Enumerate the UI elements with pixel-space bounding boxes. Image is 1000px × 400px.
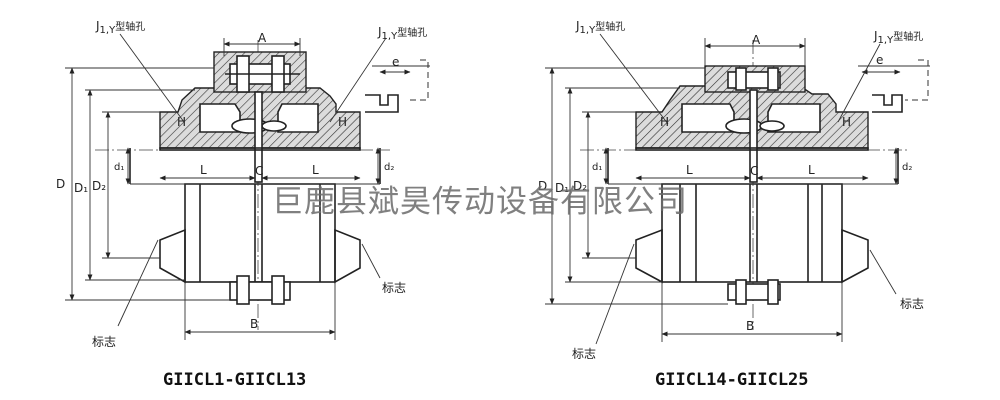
- dim-C: C: [255, 164, 263, 178]
- dim-B: B: [250, 317, 258, 331]
- dim-H-left: H: [177, 115, 186, 129]
- dim-L-left: L: [200, 163, 207, 177]
- j-hole-label-left: J1,Y型轴孔: [95, 19, 145, 36]
- dim-d1-2: d₁: [592, 162, 602, 173]
- mark-label-left: 标志: [92, 335, 116, 349]
- dim-A-2: A: [752, 33, 761, 47]
- dim-L-right: L: [312, 163, 319, 177]
- dim-D1: D₁: [74, 181, 88, 195]
- dim-C-2: C: [750, 164, 758, 178]
- j-hole-label-right-2: J1,Y型轴孔: [873, 29, 923, 46]
- j-hole-label-left-2: J1,Y型轴孔: [575, 19, 625, 36]
- dim-d2: d₂: [384, 162, 394, 173]
- dim-A: A: [258, 31, 267, 45]
- drawing-giicl14-25: J1,Y型轴孔 J1,Y型轴孔 A B C D D₁ D₂ d₁ d₂ L L …: [538, 19, 930, 390]
- dim-D2: D₂: [92, 179, 106, 193]
- caption-giicl1-13: GIICL1-GIICL13: [163, 370, 306, 390]
- mark-label-right: 标志: [382, 281, 406, 295]
- dim-L-left-2: L: [686, 163, 693, 177]
- drawing-giicl1-13: J1,Y型轴孔 J1,Y型轴孔 A B C D D₁ D₂ d₁ d₂ L L …: [56, 19, 430, 390]
- dim-D2-2: D₂: [573, 179, 587, 193]
- dim-H-left-2: H: [660, 115, 669, 129]
- dim-H-right: H: [338, 115, 347, 129]
- dim-e-2: e: [876, 53, 883, 67]
- mark-label-right-2: 标志: [900, 297, 924, 311]
- dim-D: D: [56, 177, 65, 191]
- dim-e: e: [392, 55, 399, 69]
- dim-D1-2: D₁: [555, 181, 569, 195]
- company-watermark: 巨鹿县斌昊传动设备有限公司: [272, 184, 688, 220]
- mark-label-left-2: 标志: [572, 347, 596, 361]
- dim-L-right-2: L: [808, 163, 815, 177]
- caption-giicl14-25: GIICL14-GIICL25: [655, 370, 809, 390]
- dim-d1: d₁: [114, 162, 124, 173]
- dim-B-2: B: [746, 319, 754, 333]
- dim-D-2: D: [538, 179, 547, 193]
- j-hole-label-right: J1,Y型轴孔: [377, 25, 427, 42]
- dim-H-right-2: H: [842, 115, 851, 129]
- dim-d2-2: d₂: [902, 162, 912, 173]
